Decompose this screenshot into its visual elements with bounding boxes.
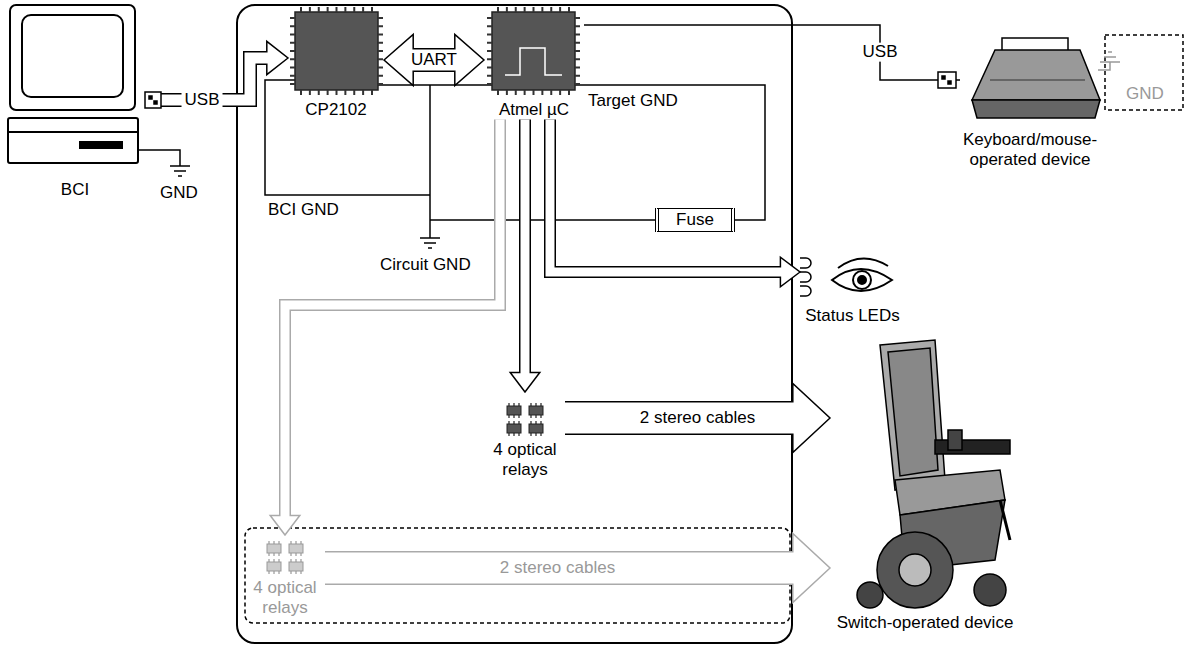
- fuse-box: Fuse: [655, 208, 735, 232]
- ground-symbol: [138, 150, 190, 176]
- chip: [492, 12, 575, 90]
- computer-icon: [8, 5, 138, 163]
- node-text: 4 optical relays: [485, 440, 565, 479]
- connector: [584, 25, 960, 80]
- net-label: GND: [1126, 84, 1164, 104]
- net-label: GND: [160, 183, 198, 203]
- connector: [325, 533, 830, 602]
- edge-label: USB: [182, 91, 223, 110]
- node-text: Status LEDs: [800, 306, 905, 326]
- wheelchair-icon: [857, 340, 1010, 608]
- edge-label: 2 stereo cables: [637, 409, 758, 428]
- eye-icon: [832, 258, 892, 291]
- node-text: Keyboard/mouse-operated device: [960, 130, 1100, 169]
- node-text: Fuse: [663, 210, 727, 230]
- edge-label: USB: [860, 43, 901, 62]
- relay-group: 4 optical relays: [245, 535, 325, 617]
- chip: [295, 12, 378, 90]
- edge-label: UART: [408, 51, 460, 70]
- connector: [565, 383, 830, 452]
- net-label: BCI GND: [268, 200, 339, 220]
- ground-symbol: [1098, 52, 1120, 70]
- keyboard-icon: [972, 38, 1100, 118]
- ground-wires: [265, 80, 765, 248]
- relay-group: 4 optical relays: [485, 392, 565, 479]
- status-led-node: Status LEDs: [800, 250, 905, 326]
- net-label: Circuit GND: [380, 255, 471, 275]
- chip-mark: [505, 48, 562, 75]
- node-text: CP2102: [288, 100, 384, 120]
- housing: [237, 5, 792, 643]
- edge-label: 2 stereo cables: [497, 559, 618, 578]
- chip-pins: [290, 7, 580, 95]
- connector: [510, 120, 540, 393]
- computer-node: BCI: [5, 5, 145, 200]
- led-icons: [800, 258, 811, 296]
- node-text: Atmel µC: [484, 100, 584, 120]
- node-text: 4 optical relays: [245, 578, 325, 617]
- relay-icons: [267, 403, 543, 574]
- node-text: Switch-operated device: [830, 613, 1020, 633]
- connector: [384, 34, 484, 85]
- device-node: Keyboard/mouse-operated device: [960, 30, 1100, 169]
- chip-node: Atmel µC: [484, 8, 584, 120]
- optional-ground-box: [1105, 35, 1183, 110]
- connector: [270, 120, 500, 536]
- chip-node: CP2102: [288, 8, 384, 120]
- device-node: Switch-operated device: [830, 325, 1020, 633]
- connector: [550, 120, 800, 287]
- node-text: BCI: [5, 180, 145, 200]
- net-label: Target GND: [588, 91, 678, 111]
